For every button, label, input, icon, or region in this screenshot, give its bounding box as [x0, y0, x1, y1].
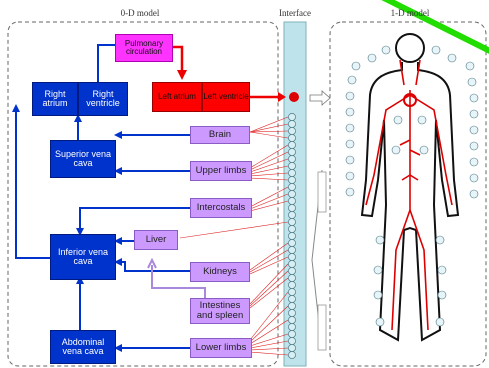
interface-nodes: [288, 113, 295, 358]
intestines-spleen-box: Intestines and spleen: [190, 298, 250, 324]
upper-limbs-box: Upper limbs: [190, 161, 252, 181]
superior-vena-cava-box: Superior vena cava: [50, 140, 116, 178]
bracket-bottom-cap: [318, 305, 326, 350]
right-atrium-box: Right atrium: [32, 82, 78, 116]
right-ventricle-box: Right ventricle: [78, 82, 128, 116]
interface-to-1d-arrow: [310, 91, 330, 105]
pulmonary-circulation-box: Pulmonary circulation: [115, 34, 173, 62]
arterial-tree: [366, 60, 452, 330]
interface-aorta-node: [289, 92, 299, 102]
kidneys-box: Kidneys: [190, 262, 250, 282]
bracket-top-cap: [318, 172, 326, 212]
zero-d-model-title: 0-D model: [100, 8, 180, 18]
liver-box: Liver: [134, 230, 178, 250]
lower-limbs-box: Lower limbs: [190, 338, 252, 358]
abdominal-vena-cava-box: Abdominal vena cava: [50, 330, 116, 364]
interface-title: Interface: [268, 8, 322, 18]
brain-box: Brain: [190, 126, 250, 144]
intercostals-box: Intercostals: [190, 198, 252, 218]
one-d-model-title: 1-D model: [370, 8, 450, 18]
left-ventricle-box: Left ventricle: [202, 82, 250, 112]
left-atrium-box: Left atrium: [152, 82, 202, 112]
inferior-vena-cava-box: Inferior vena cava: [50, 234, 116, 280]
